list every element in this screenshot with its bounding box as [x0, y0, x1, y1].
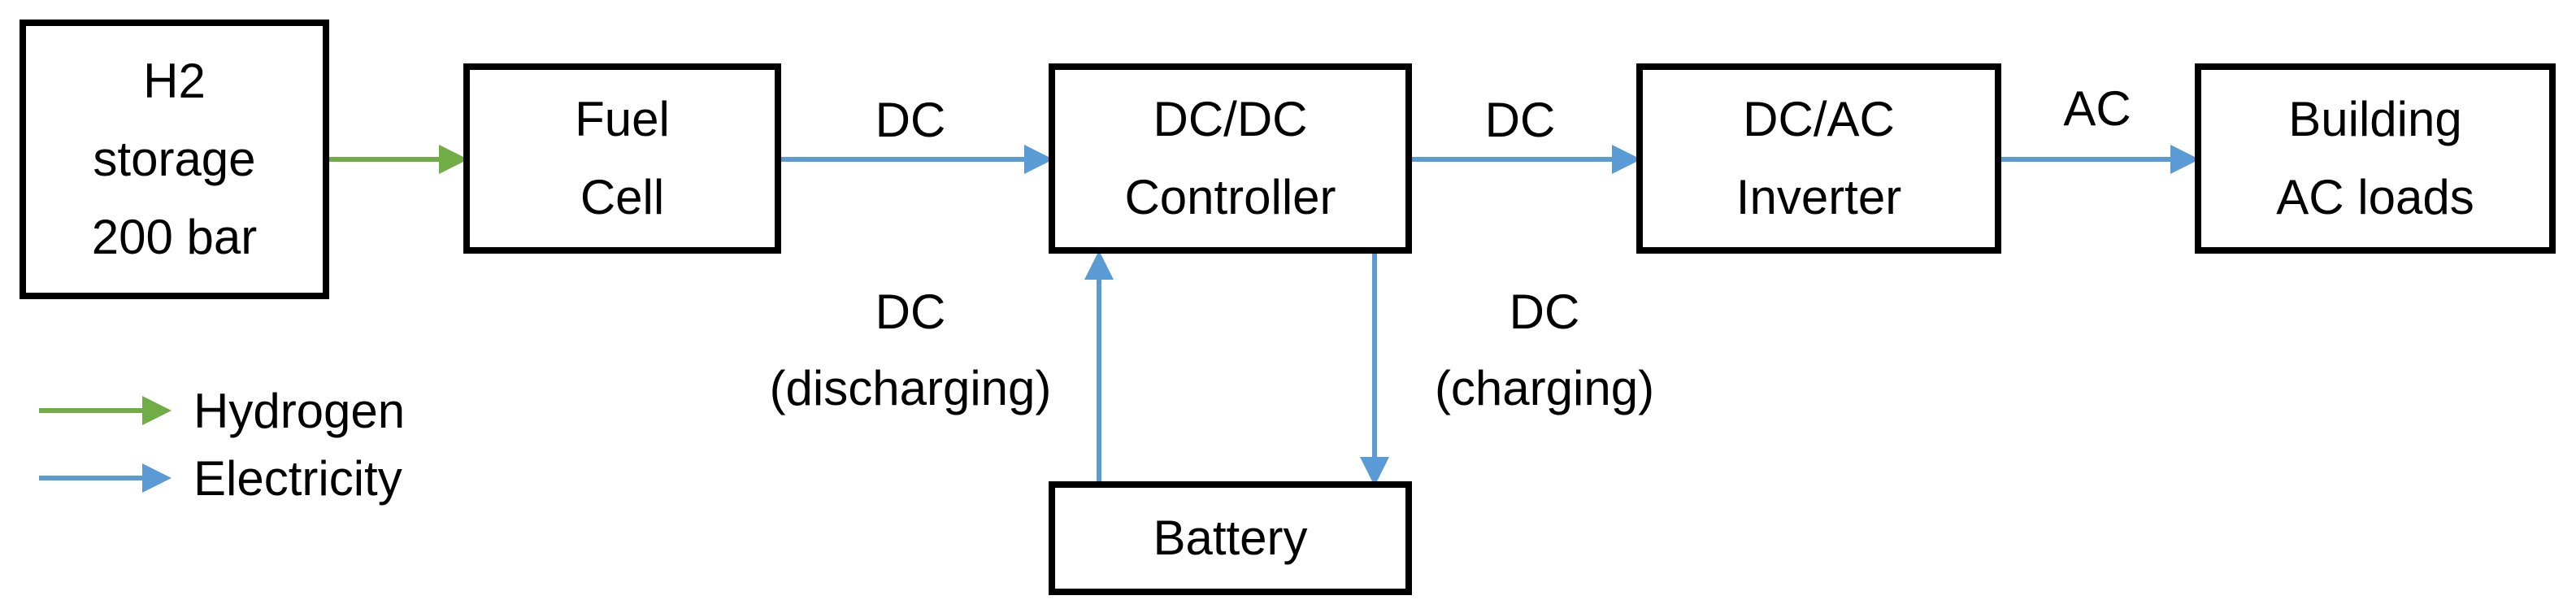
legend-hydrogen-label: Hydrogen	[193, 384, 406, 438]
h2-storage-block: H2 storage 200 bar	[20, 20, 329, 299]
discharging-mode-label: (discharging)	[769, 361, 1052, 415]
dcdc-controller-line-1: DC/DC	[1153, 92, 1308, 146]
fuelcell-controller-dc-label: DC	[875, 93, 946, 147]
charging-mode-label: (charging)	[1434, 361, 1655, 415]
dcdc-controller-line-2: Controller	[1124, 170, 1336, 224]
building-ac-loads-line-2: AC loads	[2276, 170, 2474, 224]
fuel-cell-line-2: Cell	[580, 170, 665, 224]
building-ac-loads-block: Building AC loads	[2195, 63, 2556, 254]
battery-block: Battery	[1049, 481, 1412, 595]
dcac-inverter-block: DC/AC Inverter	[1636, 63, 2001, 254]
dcac-inverter-line-2: Inverter	[1735, 170, 1902, 224]
battery-label: Battery	[1153, 511, 1308, 565]
fuel-cell-line-1: Fuel	[575, 92, 670, 146]
legend-electricity-label: Electricity	[193, 451, 402, 506]
h2-storage-line-2: storage	[93, 132, 256, 186]
building-ac-loads-line-1: Building	[2288, 92, 2462, 146]
h2-storage-line-1: H2	[143, 54, 206, 108]
charging-dc-label: DC	[1509, 285, 1580, 339]
inverter-loads-ac-label: AC	[2063, 81, 2131, 136]
dcdc-controller-block: DC/DC Controller	[1049, 63, 1412, 254]
fuel-cell-block: Fuel Cell	[463, 63, 781, 254]
dcac-inverter-line-1: DC/AC	[1743, 92, 1895, 146]
controller-inverter-dc-label: DC	[1484, 93, 1556, 147]
discharging-dc-label: DC	[875, 285, 946, 339]
h2-storage-line-3: 200 bar	[91, 210, 258, 264]
